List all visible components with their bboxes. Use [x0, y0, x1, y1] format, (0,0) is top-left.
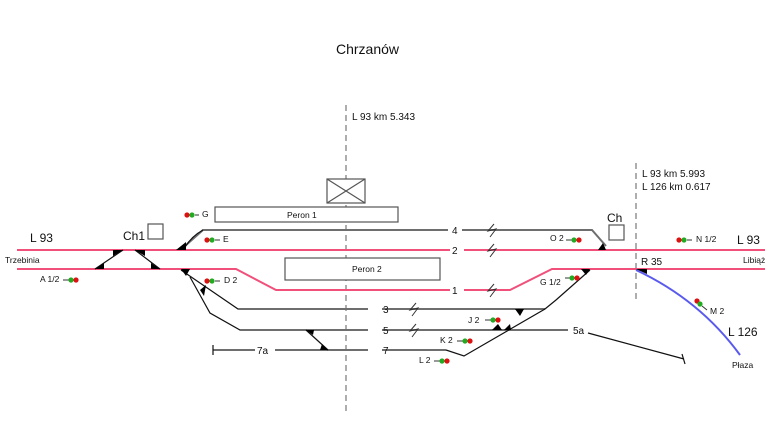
- platform-1: Peron 1: [214, 206, 399, 223]
- track-5a[interactable]: [587, 332, 685, 360]
- destination-branch: Płaza: [732, 360, 754, 370]
- track-label-2: 2: [452, 246, 458, 257]
- right-km-label-2: L 126 km 0.617: [642, 182, 711, 193]
- signal-l[interactable]: L 2: [419, 355, 450, 365]
- platform-2-label: Peron 2: [352, 264, 382, 274]
- station-building-icon: [326, 178, 366, 204]
- crossover-left-b: [134, 249, 161, 270]
- platform-1-label: Peron 1: [287, 210, 317, 220]
- signal-k-label: K 2: [440, 335, 453, 345]
- track-1-right[interactable]: [460, 268, 765, 291]
- track-label-5a: 5a: [573, 326, 585, 337]
- signal-n-label: N 1/2: [696, 234, 717, 244]
- track-label-7a: 7a: [257, 346, 269, 357]
- destination-right: Libiąż: [743, 255, 765, 265]
- signal-o[interactable]: O 2: [550, 233, 582, 243]
- buffer-stop-5a: [681, 353, 686, 365]
- section-insulator-icons: [408, 223, 498, 338]
- platform-2: Peron 2: [284, 257, 441, 281]
- track-label-7: 7: [383, 346, 389, 357]
- signal-j[interactable]: J 2: [468, 315, 501, 325]
- signal-d-label: D 2: [224, 275, 238, 285]
- signal-g[interactable]: G: [184, 209, 209, 219]
- station-axis-label: L 93 km 5.343: [352, 112, 415, 123]
- signal-m-label: M 2: [710, 306, 724, 316]
- connector-to-5: [189, 276, 368, 331]
- right-km-label-1: L 93 km 5.993: [642, 169, 705, 180]
- line-label-branch: L 126: [728, 325, 758, 339]
- signal-a[interactable]: A 1/2: [40, 274, 79, 284]
- signal-o-label: O 2: [550, 233, 564, 243]
- post-ch1-icon: [147, 223, 164, 240]
- signal-e-label: E: [223, 234, 229, 244]
- signal-a-label: A 1/2: [40, 274, 60, 284]
- branch-track-l126[interactable]: [635, 269, 741, 356]
- crossover-left-a: [94, 249, 124, 270]
- destination-left: Trzebinia: [5, 255, 40, 265]
- post-ch-icon: [608, 224, 625, 241]
- signal-m[interactable]: M 2: [694, 298, 724, 316]
- signal-g-label: G: [202, 209, 209, 219]
- track-label-4: 4: [452, 226, 458, 237]
- track-1-left[interactable]: [17, 268, 450, 291]
- signal-g12[interactable]: G 1/2: [540, 275, 580, 287]
- junction-label: R 35: [641, 257, 663, 268]
- post-ch-label: Ch: [607, 211, 622, 225]
- post-ch1-label: Ch1: [123, 229, 145, 243]
- track-label-1: 1: [452, 286, 458, 297]
- signal-e[interactable]: E: [204, 234, 229, 244]
- signal-d[interactable]: D 2: [204, 275, 238, 285]
- track-label-5: 5: [383, 326, 389, 337]
- signal-l-label: L 2: [419, 355, 431, 365]
- line-label-left: L 93: [30, 231, 53, 245]
- signal-n[interactable]: N 1/2: [676, 234, 717, 244]
- switch-markers: [95, 242, 647, 350]
- track-label-3: 3: [383, 305, 389, 316]
- signal-j-label: J 2: [468, 315, 480, 325]
- signal-g12-label: G 1/2: [540, 277, 561, 287]
- right-connector-7: [445, 269, 591, 357]
- signal-k[interactable]: K 2: [440, 335, 473, 345]
- station-title: Chrzanów: [336, 41, 400, 57]
- line-label-right: L 93: [737, 233, 760, 247]
- track-4-right[interactable]: [462, 229, 607, 247]
